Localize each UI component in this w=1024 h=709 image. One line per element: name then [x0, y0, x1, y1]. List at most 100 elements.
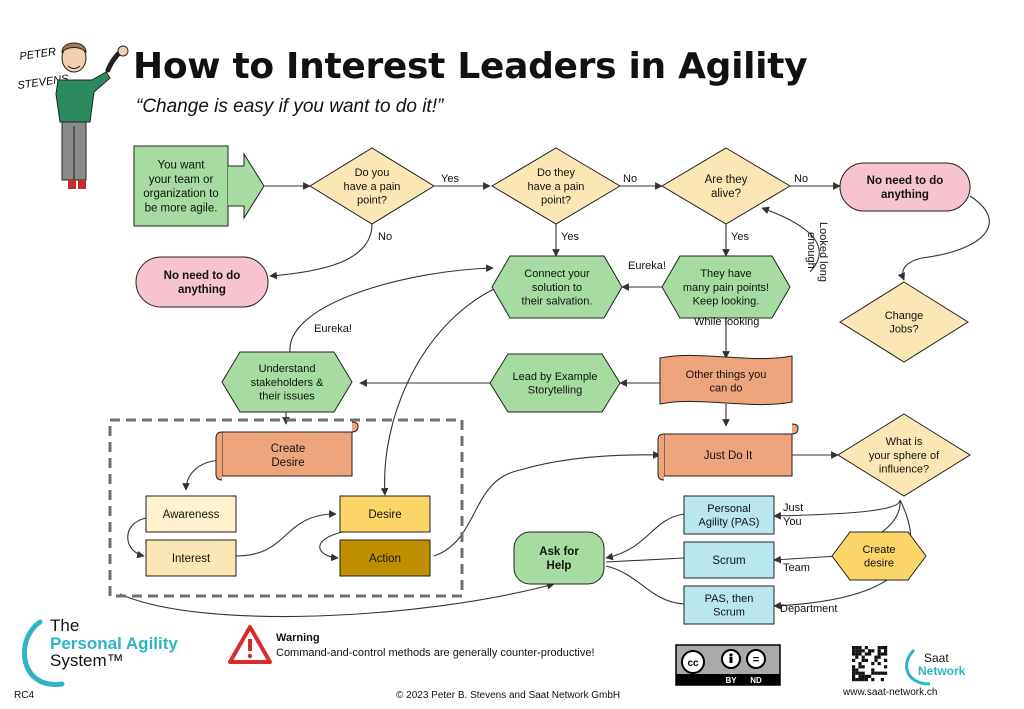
- warning-label: Warning: [276, 632, 320, 644]
- label-team: Team: [783, 562, 810, 574]
- change-jobs-label-2: Jobs?: [889, 324, 918, 336]
- q-they-pain-label-3: point?: [541, 195, 571, 207]
- understand-label-3: their issues: [259, 391, 315, 403]
- start-label-2: your team or: [149, 174, 214, 186]
- saat-url: www.saat-network.ch: [842, 687, 937, 698]
- node-q-alive: Are they alive?: [661, 147, 791, 225]
- node-awareness: Awareness: [145, 495, 237, 533]
- many-pain-label-3: Keep looking.: [693, 296, 760, 308]
- q-they-pain-label-1: Do they: [537, 167, 575, 179]
- edge-labels: Yes No No No Yes Yes Eureka! Eureka! Loo…: [314, 173, 837, 615]
- saat-network-logo: Saat Network www.saat-network.ch: [842, 648, 966, 698]
- create-desire-scroll-label-1: Create: [271, 443, 306, 455]
- cc-icon: [681, 650, 705, 674]
- node-connect: Connect your solution to their salvation.: [491, 255, 623, 319]
- action-label-1: Action: [369, 553, 401, 565]
- label-while-looking: While looking: [694, 316, 759, 328]
- q-pain-label-3: point?: [357, 195, 387, 207]
- pas-logo-line1: The: [50, 616, 79, 635]
- warning-block: Warning Command-and-control methods are …: [228, 625, 595, 664]
- no-need-right-label-1: No need to do: [867, 175, 944, 187]
- q-pain-label-2: have a pain: [344, 181, 401, 193]
- node-create-desire-hex: Create desire: [831, 531, 927, 581]
- sphere-label-3: influence?: [879, 464, 929, 476]
- aida-group-box: [108, 418, 464, 598]
- node-interest: Interest: [145, 539, 237, 577]
- label-just: Just: [783, 502, 803, 514]
- no-need-right-label-2: anything: [881, 189, 929, 201]
- saat-line1: Saat: [924, 651, 949, 665]
- start-label-3: organization to: [143, 188, 218, 200]
- desire-label-1: Desire: [368, 509, 401, 521]
- label-eureka-2: Eureka!: [314, 323, 352, 335]
- page-subtitle: “Change is easy if you want to do it!”: [136, 96, 444, 117]
- many-pain-label-1: They have: [700, 268, 751, 280]
- label-looked-2: enough: [805, 232, 817, 269]
- label-no-3: No: [794, 173, 808, 185]
- footer-code: RC4: [14, 690, 34, 701]
- node-just-do-it: Just Do It: [657, 423, 799, 481]
- scrum-label-1: Scrum: [712, 555, 745, 567]
- label-no-2: No: [623, 173, 637, 185]
- create-desire-scroll-label-2: Desire: [271, 457, 304, 469]
- q-alive-label-1: Are they: [705, 174, 748, 186]
- edges: [119, 182, 990, 618]
- node-q-they-pain: Do they have a pain point?: [491, 147, 621, 225]
- qr-code: [852, 646, 888, 682]
- ask-help-label-1: Ask for: [539, 546, 579, 558]
- lead-example-label-2: Storytelling: [528, 385, 582, 397]
- create-desire-hex-label-1: Create: [862, 544, 895, 556]
- q-pain-label-1: Do you: [355, 167, 390, 179]
- interest-label-1: Interest: [172, 553, 211, 565]
- connect-label-3: their salvation.: [522, 296, 593, 308]
- other-things-label-2: can do: [709, 383, 742, 395]
- nd-badge-text: =: [753, 654, 759, 666]
- pas-logo-line2: Personal Agility: [50, 634, 178, 653]
- just-do-it-label-1: Just Do It: [704, 450, 753, 462]
- sphere-label-2: your sphere of: [869, 450, 940, 462]
- label-yes-2: Yes: [561, 231, 579, 243]
- author-avatar: PETER STEVENS: [17, 42, 129, 189]
- lead-example-label-1: Lead by Example: [513, 371, 598, 383]
- sphere-label-1: What is: [886, 436, 923, 448]
- connect-label-1: Connect your: [524, 268, 590, 280]
- node-no-need-right: No need to do anything: [839, 162, 971, 212]
- no-need-left-label-2: anything: [178, 284, 226, 296]
- cc-badge-text: cc: [687, 658, 699, 669]
- q-alive-label-2: alive?: [711, 188, 741, 200]
- cc-license-badge: cc = BY ND: [675, 644, 781, 686]
- pas-logo-line3: System™: [50, 651, 124, 670]
- node-many-pain: They have many pain points! Keep looking.: [661, 255, 791, 319]
- license-by: BY: [725, 676, 737, 685]
- pas-label-1: Personal: [707, 503, 750, 515]
- node-no-need-left: No need to do anything: [135, 256, 269, 308]
- connect-label-2: solution to: [532, 282, 582, 294]
- warning-text: Command-and-control methods are generall…: [276, 647, 595, 659]
- create-desire-hex-label-2: desire: [864, 558, 894, 570]
- many-pain-label-2: many pain points!: [683, 282, 769, 294]
- label-eureka-1: Eureka!: [628, 260, 666, 272]
- nd-icon: [746, 649, 766, 669]
- label-yes-1: Yes: [441, 173, 459, 185]
- label-you: You: [783, 516, 802, 528]
- q-they-pain-label-2: have a pain: [528, 181, 585, 193]
- change-jobs-label-1: Change: [885, 310, 924, 322]
- label-no-1: No: [378, 231, 392, 243]
- pas-label-2: Agility (PAS): [699, 517, 760, 529]
- no-need-left-label-1: No need to do: [164, 270, 241, 282]
- pas-logo: The Personal Agility System™: [21, 616, 178, 687]
- node-desire: Desire: [339, 495, 431, 533]
- license-nd: ND: [750, 676, 762, 685]
- start-label-4: be more agile.: [145, 203, 218, 215]
- node-q-pain: Do you have a pain point?: [309, 147, 435, 225]
